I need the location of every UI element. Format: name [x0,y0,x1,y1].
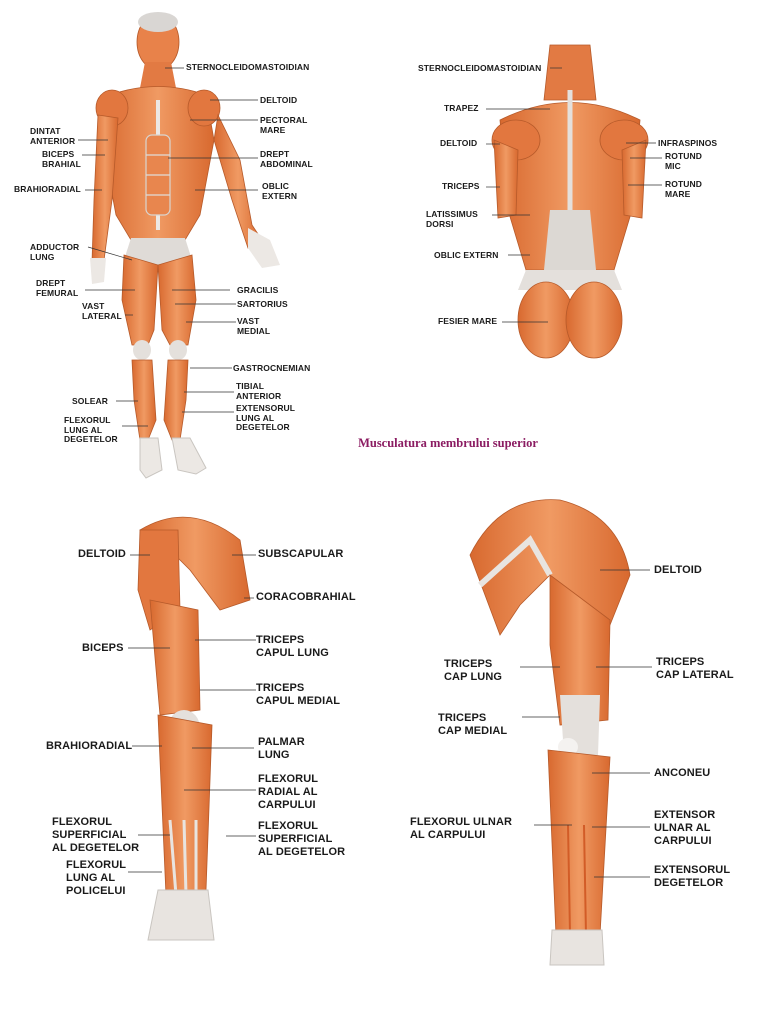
label-front-vast-medial: VAST MEDIAL [237,316,271,336]
label-front-gastrocnemian: GASTROCNEMIAN [233,363,311,373]
arm-posterior-illustration [469,499,652,966]
label-arm-post-extensor-ulnar: EXTENSOR ULNAR AL CARPULUI [654,809,716,847]
label-arm-post-triceps-cap-lung: TRICEPS CAP LUNG [444,658,503,683]
label-back-oblic-extern: OBLIC EXTERN [434,250,499,260]
label-front-biceps-brahial: BICEPS BRAHIAL [42,149,81,169]
label-arm-ant-flexorul-lung-policelui: FLEXORUL LUNG AL POLICELUI [66,859,127,897]
label-front-solear: SOLEAR [72,396,109,406]
label-front-adductor-lung: ADDUCTOR LUNG [30,242,80,262]
label-front-drept-abdominal: DREPT ABDOMINAL [260,149,313,169]
label-front-sternocleidomastoidian: STERNOCLEIDOMASTOIDIAN [186,62,310,72]
label-front-brahioradial: BRAHIORADIAL [14,184,81,194]
label-front-oblic-extern: OBLIC EXTERN [262,181,298,201]
label-front-flexorul-lung: FLEXORUL LUNG AL DEGETELOR [64,415,118,444]
label-front-sartorius: SARTORIUS [237,299,288,309]
label-front-gracilis: GRACILIS [237,285,279,295]
label-arm-post-triceps-cap-medial: TRICEPS CAP MEDIAL [438,712,508,737]
arm-anterior-illustration [128,516,256,941]
back-body-illustration [486,44,662,359]
label-arm-ant-flexorul-superficial-right: FLEXORUL SUPERFICIAL AL DEGETELOR [258,820,346,858]
label-arm-ant-triceps-capul-lung: TRICEPS CAPUL LUNG [256,634,329,659]
label-arm-ant-subscapular: SUBSCAPULAR [258,548,344,560]
label-back-sternocleidomastoidian: STERNOCLEIDOMASTOIDIAN [418,63,542,73]
label-arm-post-anconeu: ANCONEU [654,767,711,779]
label-back-triceps: TRICEPS [442,181,480,191]
front-body-illustration [78,12,280,479]
label-arm-ant-biceps: BICEPS [82,642,124,654]
label-front-vast-lateral: VAST LATERAL [82,301,122,321]
label-arm-post-flexorul-ulnar: FLEXORUL ULNAR AL CARPULUI [410,816,513,841]
arm-posterior-figure: DELTOID TRICEPS CAP LUNG TRICEPS CAP LAT… [400,495,768,975]
label-back-rotund-mic: ROTUND MIC [665,151,702,171]
label-arm-ant-flexorul-radial: FLEXORUL RADIAL AL CARPULUI [258,773,319,811]
label-front-dintat-anterior: DINTAT ANTERIOR [30,126,76,146]
label-back-latissimus-dorsi: LATISSIMUS DORSI [426,209,478,229]
label-front-extensorul-lung: EXTENSORUL LUNG AL DEGETELOR [236,403,296,432]
label-arm-ant-coracobrahial: CORACOBRAHIAL [256,591,356,603]
label-back-trapez: TRAPEZ [444,103,479,113]
label-front-drept-femural: DREPT FEMURAL [36,278,79,298]
label-front-tibial-anterior: TIBIAL ANTERIOR [236,381,282,401]
label-arm-post-extensorul-degetelor: EXTENSORUL DEGETELOR [654,864,731,889]
label-arm-ant-deltoid: DELTOID [78,548,126,560]
label-arm-ant-palmar-lung: PALMAR LUNG [258,736,305,761]
label-front-pectoral-mare: PECTORAL MARE [260,115,308,135]
label-arm-ant-triceps-capul-medial: TRICEPS CAPUL MEDIAL [256,682,341,707]
label-back-infraspinos: INFRASPINOS [658,138,718,148]
label-arm-ant-flexorul-superficial-left: FLEXORUL SUPERFICIAL AL DEGETELOR [52,816,140,854]
back-body-figure: STERNOCLEIDOMASTOIDIAN TRAPEZ DELTOID IN… [400,30,730,370]
label-back-deltoid: DELTOID [440,138,478,148]
label-arm-ant-brahioradial: BRAHIORADIAL [46,740,133,752]
label-front-deltoid: DELTOID [260,95,298,105]
label-back-fesier-mare: FESIER MARE [438,316,498,326]
arm-anterior-figure: DELTOID SUBSCAPULAR CORACOBRAHIAL BICEPS… [0,500,380,960]
subtitle: Musculatura membrului superior [358,436,538,450]
label-arm-post-triceps-cap-lateral: TRICEPS CAP LATERAL [656,656,734,681]
front-body-figure: STERNOCLEIDOMASTOIDIAN DELTOID PECTORAL … [0,0,330,490]
label-arm-post-deltoid: DELTOID [654,564,702,576]
label-back-rotund-mare: ROTUND MARE [665,179,702,199]
